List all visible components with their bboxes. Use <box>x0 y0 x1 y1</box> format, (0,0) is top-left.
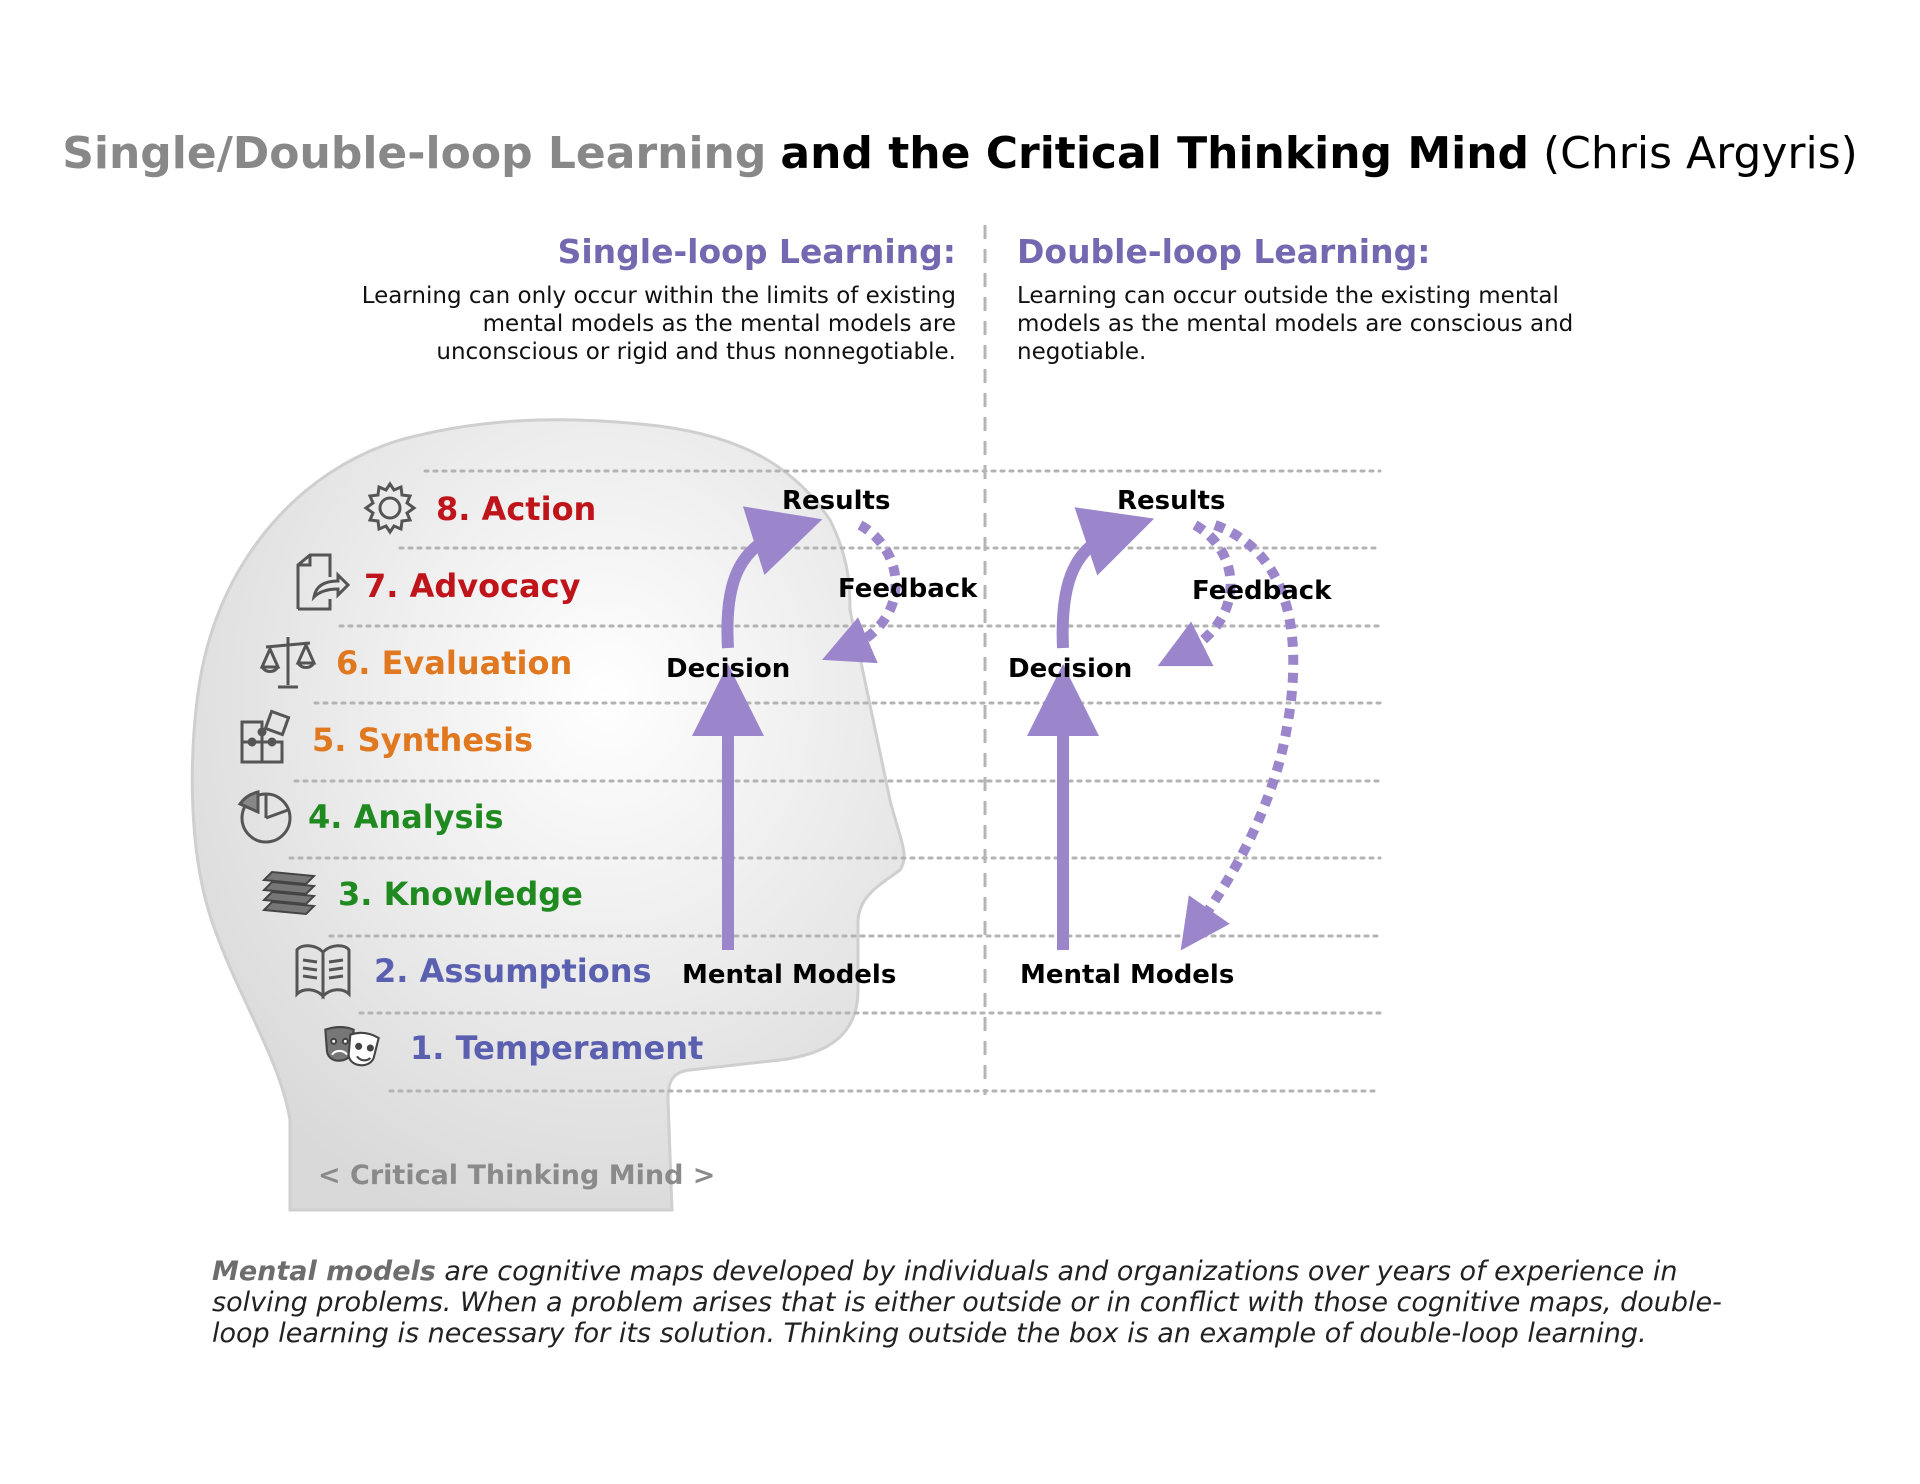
double-loop-desc-line: negotiable. <box>1017 339 1147 365</box>
head-caption: < Critical Thinking Mind > <box>318 1160 716 1191</box>
level-label-action: 8. Action <box>436 490 597 528</box>
scales-icon <box>259 637 317 689</box>
single-loop-arrows <box>692 506 901 950</box>
single-loop-desc-line: Learning can only occur within the limit… <box>361 283 956 309</box>
footnote: Mental models are cognitive maps develop… <box>212 1256 1752 1349</box>
level-label-advocacy: 7. Advocacy <box>364 567 581 605</box>
double-loop-desc-line: models as the mental models are consciou… <box>1017 311 1574 337</box>
double-loop-return-arrow <box>1180 520 1299 951</box>
single-loop-desc-line: unconscious or rigid and thus nonnegotia… <box>436 339 956 365</box>
single-loop-description: Learning can only occur within the limit… <box>316 282 956 366</box>
single-decision-label: Decision <box>666 654 791 684</box>
level-label-synthesis: 5. Synthesis <box>312 721 534 759</box>
double-loop-desc-line: Learning can occur outside the existing … <box>1017 283 1559 309</box>
double-results-label: Results <box>1117 486 1226 516</box>
puzzle-icon <box>240 709 291 764</box>
single-mental-models-label: Mental Models <box>682 960 897 990</box>
single-feedback-label: Feedback <box>838 574 978 604</box>
footnote-text: are cognitive maps developed by individu… <box>212 1256 1722 1349</box>
level-label-temperament: 1. Temperament <box>410 1029 704 1067</box>
level-label-knowledge: 3. Knowledge <box>338 875 583 913</box>
double-loop-arrows <box>1027 507 1299 951</box>
pie-chart-icon <box>237 790 292 844</box>
single-loop-desc-line: mental models as the mental models are <box>482 311 956 337</box>
footnote-emphasis: Mental models <box>212 1256 436 1287</box>
share-document-icon <box>296 553 351 611</box>
level-label-evaluation: 6. Evaluation <box>336 644 573 682</box>
single-decision-to-results-arrow <box>721 506 823 649</box>
title-part-3: (Chris Argyris) <box>1543 128 1858 179</box>
double-mental-models-label: Mental Models <box>1020 960 1235 990</box>
double-feedback-label: Feedback <box>1192 576 1332 606</box>
single-loop-heading: Single-loop Learning: <box>557 232 956 271</box>
double-loop-description: Learning can occur outside the existing … <box>1017 282 1657 366</box>
single-results-label: Results <box>782 486 891 516</box>
theater-masks-icon <box>324 1026 380 1067</box>
double-decision-to-results-arrow <box>1056 507 1155 649</box>
double-decision-label: Decision <box>1008 654 1133 684</box>
double-loop-heading: Double-loop Learning: <box>1017 232 1431 271</box>
books-icon <box>261 870 317 916</box>
level-label-assumptions: 2. Assumptions <box>374 952 652 990</box>
open-book-icon <box>295 944 351 1000</box>
page-title: Single/Double-loop Learning and the Crit… <box>0 128 1920 179</box>
double-feedback-arrow <box>1157 520 1236 667</box>
level-label-analysis: 4. Analysis <box>308 798 504 836</box>
single-feedback-arrow <box>822 520 901 664</box>
title-part-1: Single/Double-loop Learning <box>62 128 767 179</box>
gear-icon <box>363 481 417 535</box>
title-part-2: and the Critical Thinking Mind <box>780 128 1530 179</box>
